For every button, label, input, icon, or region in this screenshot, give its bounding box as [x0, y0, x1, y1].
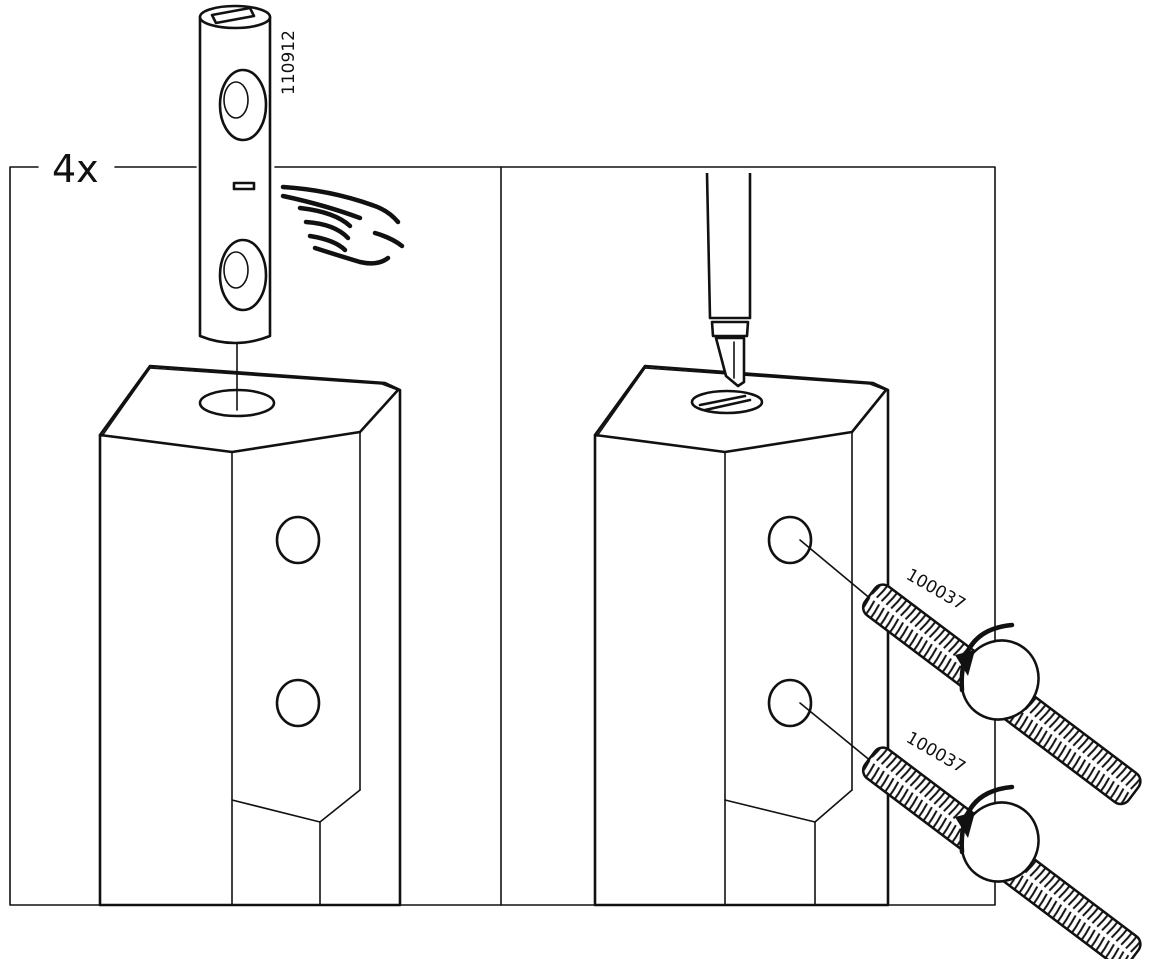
left-panel: 110912 — [98, 4, 405, 907]
bolt-guide-line-lower — [799, 702, 873, 763]
side-hole-upper — [767, 515, 813, 565]
threaded-bolt-upper — [861, 583, 1142, 806]
right-panel: 100037 100037 — [593, 172, 1142, 964]
side-hole-lower — [767, 678, 813, 728]
table-leg-right — [593, 364, 890, 907]
inserted-nut-head — [690, 389, 764, 415]
pointing-hand-icon — [280, 184, 405, 266]
side-hole-lower — [275, 678, 321, 728]
bolt-guide-line-upper — [799, 539, 873, 601]
threaded-bolt-lower — [861, 746, 1142, 964]
side-hole-upper — [275, 515, 321, 565]
table-leg-left — [98, 364, 402, 907]
barrel-nut-part-number: 110912 — [279, 30, 299, 95]
step-frame — [9, 166, 996, 906]
multiplier-label: 4x — [52, 147, 99, 191]
screwdriver-icon — [705, 172, 752, 388]
barrel-nut — [198, 4, 272, 345]
